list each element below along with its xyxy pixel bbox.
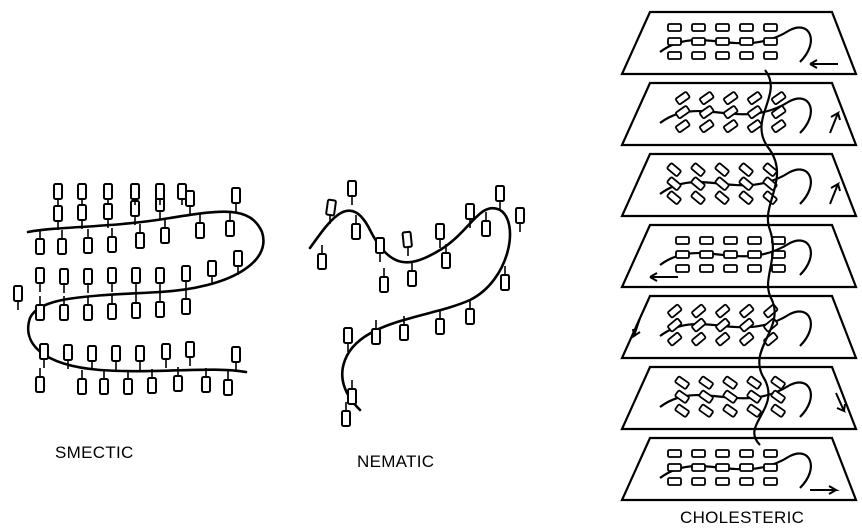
mesogen (185, 341, 195, 366)
cholesteric-layer (620, 223, 858, 289)
cholesteric-layer (620, 152, 858, 218)
direction-arrow-icon (829, 181, 841, 205)
mesogen (99, 370, 109, 395)
mesogen (130, 183, 140, 200)
mesogen (347, 380, 357, 405)
mesogen (500, 266, 510, 291)
cholesteric-layer (620, 10, 858, 76)
mesogen (57, 230, 67, 255)
mesogen (53, 183, 63, 200)
mesogen (83, 296, 93, 321)
mesogen (207, 260, 217, 285)
mesogen (53, 205, 63, 230)
mesogen (341, 402, 351, 427)
mesogen (225, 212, 235, 237)
mesogen (515, 207, 525, 232)
mesogen (231, 187, 241, 212)
mesogen (135, 224, 145, 249)
nematic-label: NEMATIC (357, 452, 435, 471)
main-chain (308, 206, 512, 412)
mesogen (351, 215, 361, 240)
mesogen (481, 212, 491, 237)
mesogen (401, 230, 413, 256)
mesogen (63, 344, 73, 369)
mesogen (347, 180, 357, 205)
direction-arrow-icon (632, 317, 641, 339)
direction-arrow-icon (829, 110, 841, 134)
mesogen (317, 245, 327, 270)
cholesteric-layer (620, 81, 858, 147)
smectic-label: SMECTIC (55, 443, 134, 462)
mesogen (83, 229, 93, 254)
mesogen (35, 267, 45, 292)
mesogen (131, 267, 141, 292)
mesogen (59, 296, 69, 321)
mesogen (231, 346, 241, 371)
mesogen (77, 183, 87, 200)
cholesteric-layer (620, 436, 858, 502)
mesogen (155, 267, 165, 292)
mesogen (13, 285, 23, 310)
mesogen (123, 370, 133, 395)
mesogen (107, 295, 117, 320)
mesogen (111, 345, 121, 370)
mesogen (83, 268, 93, 293)
main-chain (26, 210, 265, 374)
mesogen (399, 316, 409, 341)
smectic-diagram (13, 183, 265, 396)
mesogen (161, 343, 171, 368)
mesogen (59, 268, 69, 293)
mesogen (160, 219, 170, 244)
mesogen (325, 198, 337, 224)
mesogen (35, 368, 45, 393)
mesogen (495, 185, 505, 210)
mesogen (379, 268, 389, 293)
mesogen (233, 250, 243, 275)
mesogen (35, 230, 45, 255)
mesogen (441, 244, 451, 269)
mesogen (107, 228, 117, 253)
mesogen (173, 367, 183, 392)
direction-arrow-icon (835, 392, 846, 413)
mesogen (131, 294, 141, 319)
mesogen (103, 183, 113, 200)
mesogen (185, 190, 195, 215)
mesogen (407, 262, 417, 287)
mesogen (371, 320, 381, 345)
linking-chain (753, 69, 779, 446)
mesogen (177, 183, 187, 200)
mesogen (435, 310, 445, 335)
mesogen (87, 345, 97, 370)
mesogen (135, 345, 145, 370)
mesogen (155, 293, 165, 318)
mesogen (155, 183, 165, 200)
mesogen (77, 370, 87, 395)
mesogen (77, 204, 87, 229)
mesogen (39, 343, 49, 368)
cholesteric-label: CHOLESTERIC (680, 508, 805, 527)
cholesteric-diagram (620, 10, 858, 502)
direction-arrow-icon (649, 272, 678, 282)
cholesteric-layer (620, 365, 858, 431)
mesogen (107, 267, 117, 292)
cholesteric-layer (620, 294, 858, 360)
mesogen (181, 290, 191, 315)
mesogen (465, 300, 475, 325)
mesogen (195, 214, 205, 239)
mesogen (465, 203, 475, 228)
mesogen (201, 368, 211, 393)
mesogen (343, 327, 353, 352)
nematic-diagram (308, 180, 525, 427)
direction-arrow-icon (810, 485, 840, 495)
mesogen (181, 265, 191, 290)
mesogen (147, 369, 157, 394)
mesogen (435, 223, 445, 248)
mesogen (35, 296, 45, 321)
direction-arrow-icon (809, 59, 838, 69)
mesogen (375, 237, 385, 262)
mesogen (223, 371, 233, 396)
